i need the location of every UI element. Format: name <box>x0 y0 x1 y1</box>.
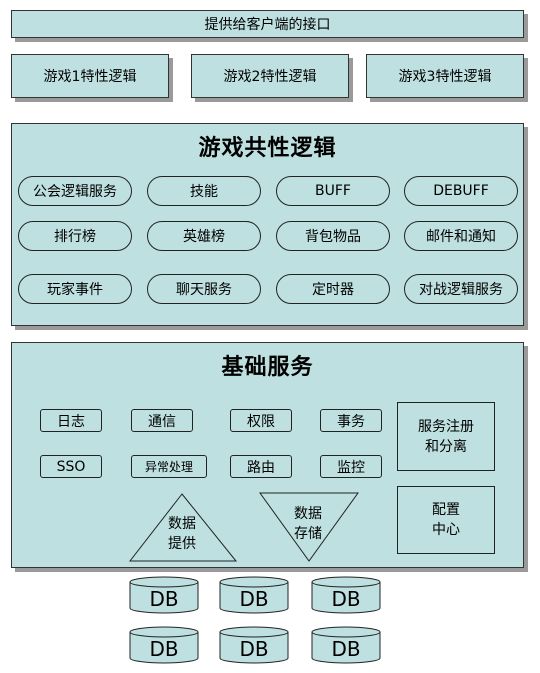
tag-monitoring: 监控 <box>320 455 382 478</box>
tag-routing: 路由 <box>230 455 292 478</box>
tag-exception-handling: 异常处理 <box>131 455 207 478</box>
db-cylinder-top <box>219 576 289 588</box>
db-label-1: DB <box>149 587 179 611</box>
db-cylinder-body <box>219 582 289 614</box>
db-cylinder-top <box>129 626 199 638</box>
db-cylinder-body <box>219 632 289 664</box>
client-interface-label: 提供给客户端的接口 <box>204 17 331 33</box>
db-cylinder-top <box>311 576 381 588</box>
pill-mail-notification: 邮件和通知 <box>404 221 518 251</box>
tag-transaction: 事务 <box>320 409 382 432</box>
db-cylinder <box>219 626 289 664</box>
db-cylinder-top <box>219 626 289 638</box>
db-cylinder <box>219 576 289 614</box>
game1-logic-label: 游戏1特性逻辑 <box>43 69 137 85</box>
db-cylinder <box>311 626 381 664</box>
pill-guild-service: 公会逻辑服务 <box>18 176 132 206</box>
pill-skill: 技能 <box>147 176 261 206</box>
db-cylinder-top <box>311 626 381 638</box>
pill-battle-logic: 对战逻辑服务 <box>404 274 518 304</box>
game3-logic-box: 游戏3特性逻辑 <box>366 54 524 98</box>
db-cylinder-body <box>129 582 199 614</box>
pill-hero-board: 英雄榜 <box>147 221 261 251</box>
db-cylinder-body <box>311 582 381 614</box>
db-cylinder-body <box>129 632 199 664</box>
tag-sso: SSO <box>40 455 102 478</box>
data-provide-triangle <box>128 493 238 562</box>
pill-debuff: DEBUFF <box>404 176 518 206</box>
db-cylinder-top <box>129 576 199 588</box>
common-logic-panel: 游戏共性逻辑 公会逻辑服务 技能 BUFF DEBUFF 排行榜 英雄榜 背包物… <box>11 123 524 326</box>
base-services-title: 基础服务 <box>221 355 314 380</box>
data-storage-triangle <box>259 492 359 562</box>
db-cylinder <box>311 576 381 614</box>
pill-leaderboard: 排行榜 <box>18 221 132 251</box>
pill-inventory: 背包物品 <box>276 221 390 251</box>
db-label-3: DB <box>331 587 361 611</box>
db-label-6: DB <box>331 637 361 661</box>
game2-logic-label: 游戏2特性逻辑 <box>223 69 317 85</box>
db-label-4: DB <box>149 637 179 661</box>
tag-communication: 通信 <box>131 409 193 432</box>
db-cylinder-body <box>311 632 381 664</box>
common-logic-title: 游戏共性逻辑 <box>198 136 337 161</box>
db-label-2: DB <box>239 587 269 611</box>
pill-buff: BUFF <box>276 176 390 206</box>
db-cylinder <box>129 626 199 664</box>
game2-logic-box: 游戏2特性逻辑 <box>191 54 349 98</box>
data-storage-label: 数据 存储 <box>294 506 322 542</box>
base-services-panel: 基础服务 日志 通信 权限 事务 SSO 异常处理 路由 监控 服务注册 和分离… <box>11 342 524 568</box>
tag-log: 日志 <box>40 409 102 432</box>
pill-chat-service: 聊天服务 <box>147 274 261 304</box>
client-interface-box: 提供给客户端的接口 <box>11 10 524 38</box>
game1-logic-box: 游戏1特性逻辑 <box>11 54 169 98</box>
data-provide-label: 数据 提供 <box>168 516 196 552</box>
tag-permission: 权限 <box>230 409 292 432</box>
service-registry-box: 服务注册 和分离 <box>397 402 495 471</box>
db-cylinder <box>129 576 199 614</box>
game3-logic-label: 游戏3特性逻辑 <box>398 69 492 85</box>
pill-player-events: 玩家事件 <box>18 274 132 304</box>
config-center-box: 配置 中心 <box>397 486 495 554</box>
pill-timer: 定时器 <box>276 274 390 304</box>
db-label-5: DB <box>239 637 269 661</box>
